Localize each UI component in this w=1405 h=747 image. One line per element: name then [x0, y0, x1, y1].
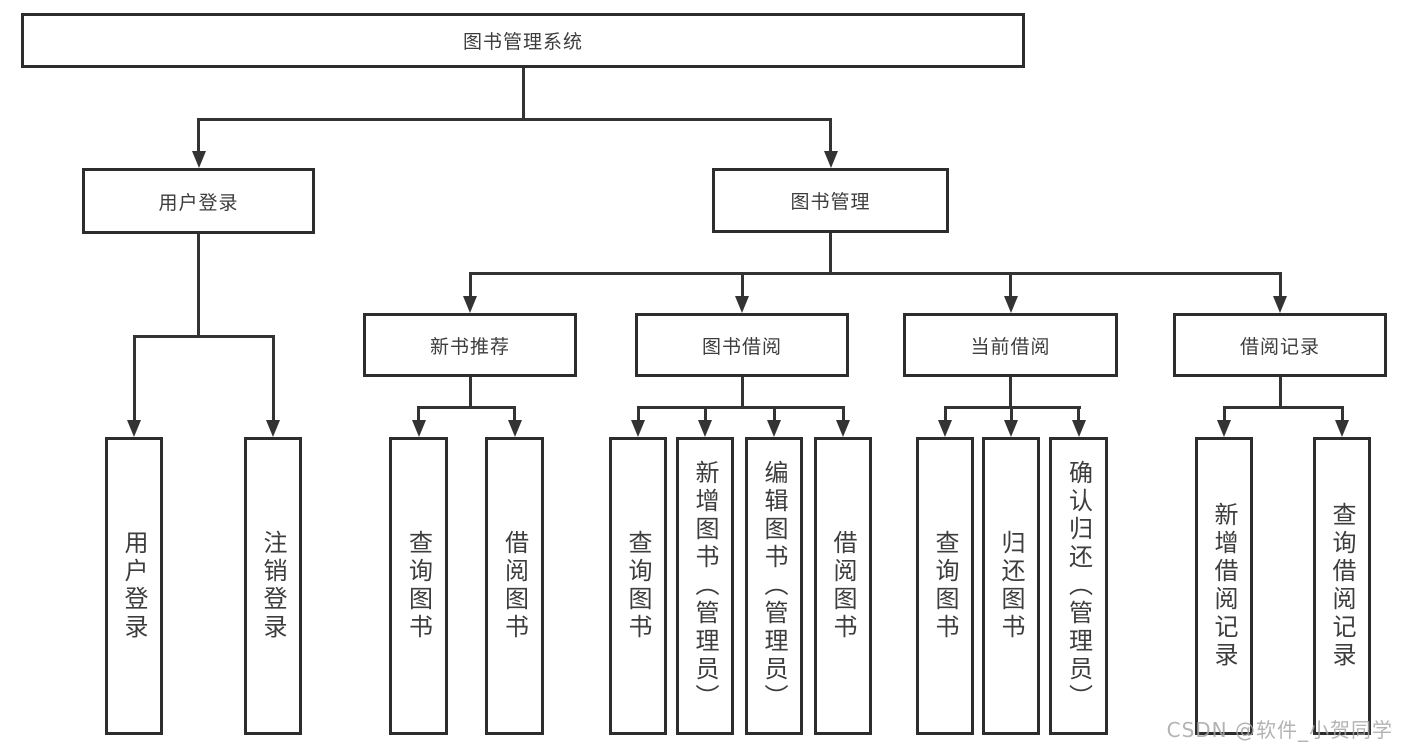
connector-drop-return-books [1009, 406, 1013, 423]
leaf-query-books-current: 查询图书 [916, 437, 974, 735]
arrowhead-borrow-books-recommend-icon [507, 420, 522, 437]
leaf-query-borrow-record-label: 查询借阅记录 [1328, 502, 1356, 670]
connector-drop-add-record [1222, 406, 1226, 423]
leaf-add-borrow-record-label: 新增借阅记录 [1210, 502, 1238, 670]
leaf-add-books-admin: 新增图书（管理员） [676, 437, 734, 735]
connector-drop-borrow-books [841, 406, 845, 423]
connector-borrow-records-stem [1278, 377, 1282, 407]
arrowhead-book-borrow-icon [735, 296, 749, 313]
node-user-login: 用户登录 [82, 168, 315, 234]
node-borrow-records: 借阅记录 [1173, 313, 1387, 377]
arrowhead-query-books-current-icon [938, 420, 952, 437]
connector-drop-borrow-books-recommend [513, 406, 516, 423]
connector-current-borrow-stem [1009, 377, 1012, 407]
arrowhead-confirm-return-icon [1071, 420, 1086, 437]
leaf-query-books-recommend-label: 查询图书 [404, 530, 433, 642]
leaf-user-login-label: 用户登录 [120, 530, 148, 642]
leaf-edit-books-admin: 编辑图书（管理员） [745, 437, 803, 735]
csdn-watermark: CSDN @软件_小贺同学 [1166, 718, 1393, 742]
connector-drop-leaf-logout [271, 335, 275, 423]
arrowhead-add-books-icon [698, 420, 712, 437]
connector-drop-add-books [703, 406, 707, 423]
arrowhead-query-books-recommend-icon [411, 420, 426, 437]
node-current-borrow: 当前借阅 [903, 313, 1118, 377]
arrowhead-query-record-icon [1335, 420, 1349, 437]
connector-drop-borrow-records [1278, 272, 1282, 299]
connector-new-book-recommend-branch [417, 406, 516, 409]
node-book-borrow: 图书借阅 [635, 313, 849, 377]
leaf-query-books-recommend: 查询图书 [389, 437, 448, 735]
connector-drop-new-book-recommend [468, 272, 472, 299]
leaf-logout-login: 注销登录 [244, 437, 302, 735]
node-new-book-recommend: 新书推荐 [363, 313, 577, 377]
leaf-query-books-borrow-label: 查询图书 [624, 530, 652, 642]
connector-drop-book-management [829, 118, 832, 155]
leaf-edit-books-admin-label: 编辑图书（管理员） [760, 460, 788, 712]
arrowhead-new-book-recommend-icon [463, 296, 477, 313]
leaf-borrow-books-recommend-label: 借阅图书 [500, 530, 529, 642]
connector-drop-query-books-current [943, 406, 947, 423]
arrowhead-current-borrow-icon [1003, 296, 1018, 313]
node-user-login-label: 用户登录 [158, 191, 239, 214]
connector-drop-query-books-borrow [636, 406, 640, 423]
connector-drop-leaf-user-login [132, 335, 136, 423]
leaf-borrow-books-recommend: 借阅图书 [485, 437, 544, 735]
connector-book-borrow-branch [636, 406, 845, 409]
arrowhead-borrow-books-icon [836, 420, 850, 437]
connector-drop-query-books-recommend [417, 406, 420, 423]
leaf-add-borrow-record: 新增借阅记录 [1195, 437, 1253, 735]
connector-drop-edit-books [772, 406, 776, 423]
node-new-book-recommend-label: 新书推荐 [429, 335, 510, 358]
node-current-borrow-label: 当前借阅 [970, 335, 1051, 358]
connector-root-branch [197, 118, 832, 121]
node-root-label: 图书管理系统 [462, 31, 583, 53]
leaf-confirm-return-admin-label: 确认归还（管理员） [1064, 460, 1093, 712]
arrowhead-borrow-records-icon [1273, 296, 1287, 313]
leaf-return-books: 归还图书 [982, 437, 1040, 735]
arrowhead-edit-books-icon [767, 420, 781, 437]
node-book-management-label: 图书管理 [790, 191, 871, 213]
connector-user-login-branch [132, 335, 275, 338]
arrowhead-leaf-user-login-icon [127, 420, 141, 437]
arrowhead-query-books-borrow-icon [631, 420, 645, 437]
node-book-borrow-label: 图书借阅 [701, 335, 782, 358]
arrowhead-return-books-icon [1004, 420, 1018, 437]
node-borrow-records-label: 借阅记录 [1239, 335, 1320, 358]
arrowhead-leaf-logout-icon [266, 420, 280, 437]
leaf-user-login: 用户登录 [105, 437, 163, 735]
connector-new-book-recommend-stem [468, 377, 472, 407]
leaf-query-books-current-label: 查询图书 [931, 530, 959, 642]
connector-book-management-branch [468, 272, 1282, 275]
connector-book-borrow-stem [740, 377, 744, 407]
connector-root-stem [521, 68, 525, 118]
arrowhead-user-login-icon [191, 151, 206, 168]
leaf-borrow-books: 借阅图书 [814, 437, 872, 735]
connector-book-management-stem [829, 233, 832, 274]
connector-drop-book-borrow [740, 272, 744, 299]
leaf-query-borrow-record: 查询借阅记录 [1313, 437, 1371, 735]
leaf-confirm-return-admin: 确认归还（管理员） [1049, 437, 1108, 735]
connector-drop-query-record [1340, 406, 1344, 423]
arrowhead-add-record-icon [1217, 420, 1231, 437]
connector-drop-current-borrow [1009, 272, 1012, 299]
connector-drop-confirm-return [1077, 406, 1080, 423]
node-root-library-management-system: 图书管理系统 [21, 13, 1025, 68]
leaf-return-books-label: 归还图书 [997, 530, 1025, 642]
leaf-borrow-books-label: 借阅图书 [829, 530, 857, 642]
connector-borrow-records-branch [1222, 406, 1344, 409]
leaf-query-books-borrow: 查询图书 [609, 437, 667, 735]
leaf-add-books-admin-label: 新增图书（管理员） [691, 460, 719, 712]
connector-drop-user-login [197, 118, 200, 155]
connector-user-login-stem [197, 234, 200, 336]
leaf-logout-login-label: 注销登录 [259, 530, 287, 642]
node-book-management: 图书管理 [712, 168, 949, 233]
arrowhead-book-management-icon [823, 151, 838, 168]
